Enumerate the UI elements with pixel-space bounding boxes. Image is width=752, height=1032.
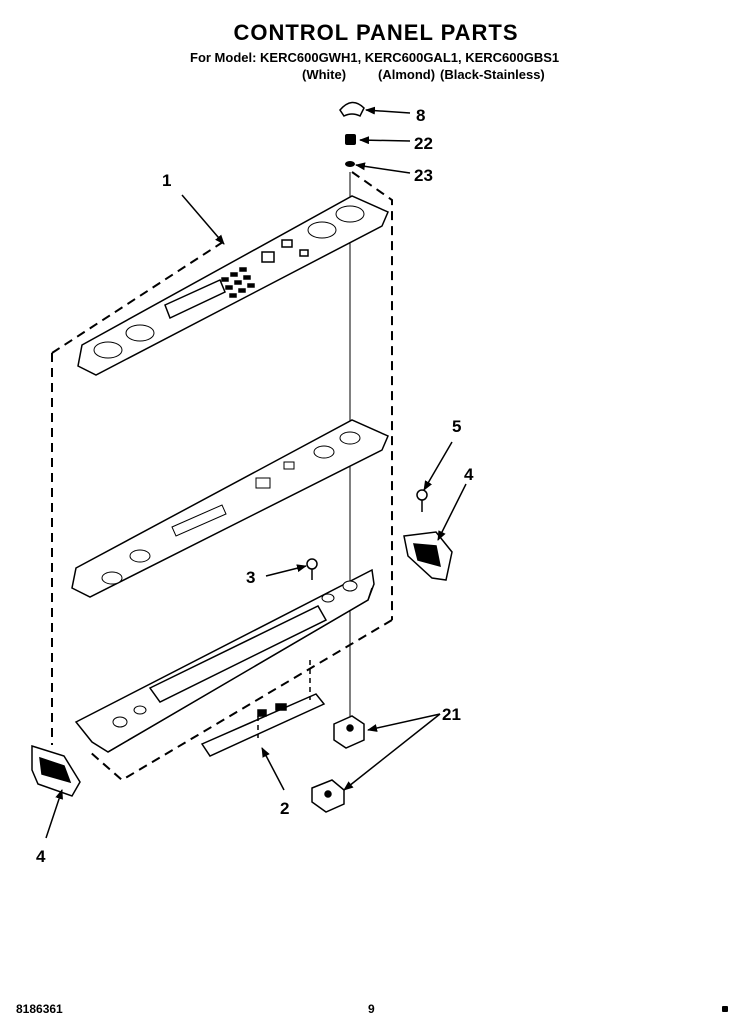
screw-part-3 (306, 558, 318, 580)
callout-3: 3 (246, 568, 255, 587)
spring-part-22 (345, 134, 356, 145)
end-cap-left-part-4 (31, 744, 81, 797)
callout-5: 5 (452, 417, 461, 436)
callout-21: 21 (442, 705, 461, 724)
page-title: CONTROL PANEL PARTS (233, 20, 519, 45)
control-panel-housing (74, 568, 375, 753)
knob-body-upper-part-21 (333, 715, 365, 749)
document-number: 8186361 (16, 1002, 63, 1016)
overlay-panel-part-1 (77, 195, 389, 376)
clip-part-23 (345, 161, 355, 167)
knob-body-lower-part-21 (311, 779, 345, 813)
callout-4-right: 4 (464, 465, 474, 484)
knob-part-8 (339, 101, 365, 118)
corner-mark (722, 1006, 728, 1012)
page-number: 9 (368, 1002, 375, 1016)
callout-4-left: 4 (36, 847, 46, 866)
callout-22: 22 (414, 134, 433, 153)
callout-1: 1 (162, 171, 171, 190)
variant-almond: (Almond) (378, 67, 436, 82)
model-line: For Model: KERC600GWH1, KERC600GAL1, KER… (190, 50, 560, 65)
callout-8: 8 (416, 106, 425, 125)
variant-black-stainless: (Black-Stainless) (440, 67, 545, 82)
assembly-dashed-outline (51, 171, 393, 782)
screw-part-5 (416, 489, 428, 512)
trim-panel (71, 419, 389, 598)
control-board-part-2 (200, 660, 326, 757)
callout-2: 2 (280, 799, 289, 818)
end-cap-right-part-4 (403, 531, 453, 581)
variant-white: (White) (302, 67, 347, 82)
callout-23: 23 (414, 166, 433, 185)
leader-lines (45, 106, 467, 839)
